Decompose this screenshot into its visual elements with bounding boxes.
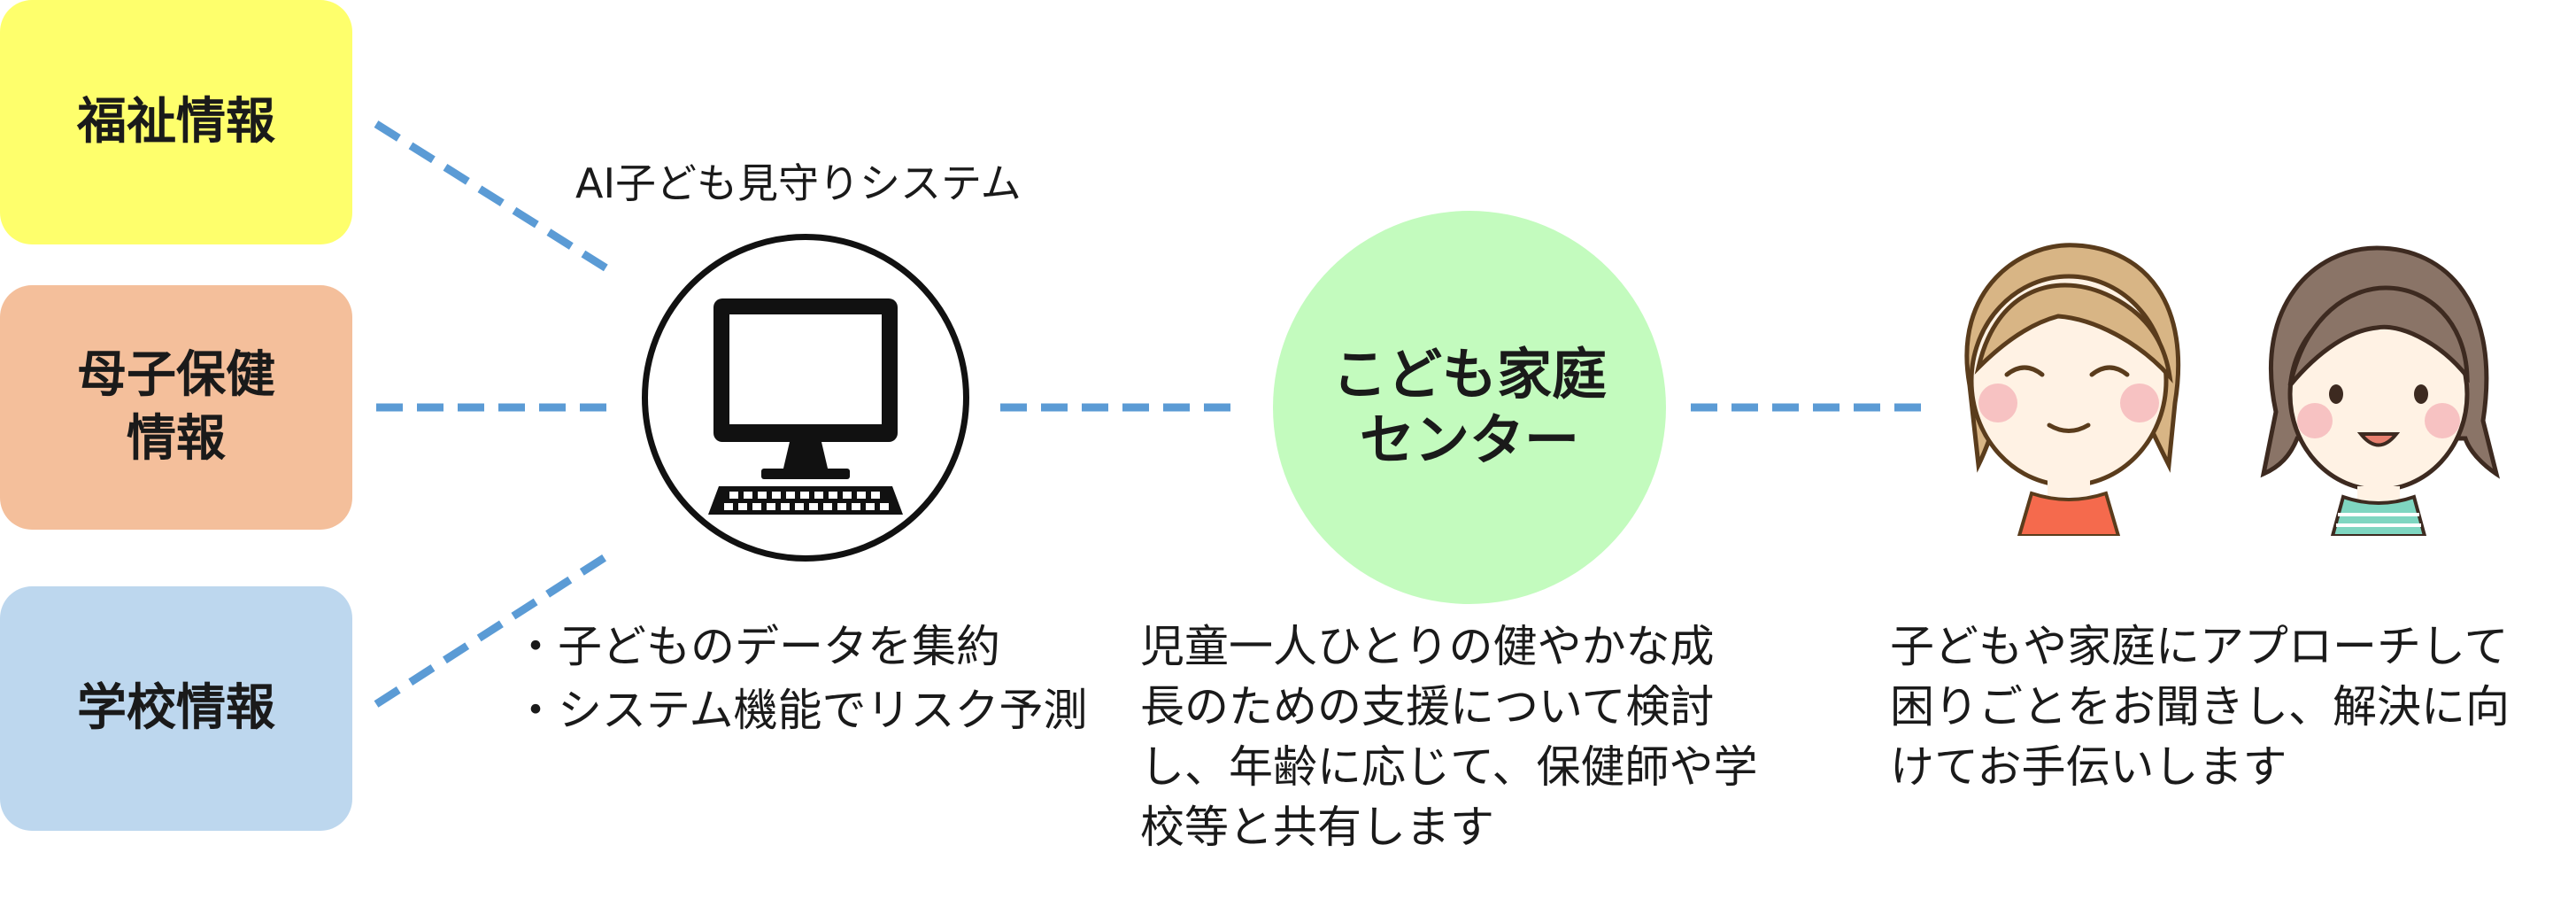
welfare-info-label: 福祉情報 <box>77 93 275 151</box>
mother-icon <box>1964 243 2181 536</box>
system-bullet-2: ・システム機能でリスク予測 <box>513 685 1088 736</box>
connector-school <box>374 550 613 708</box>
system-bullet-1: ・子どものデータを集約 <box>513 621 1000 672</box>
child-icon <box>2260 245 2500 536</box>
school-info-label: 学校情報 <box>77 679 275 737</box>
maternal-child-health-info-box: 母子保健 情報 <box>0 285 352 530</box>
center-description: 児童一人ひとりの健やかな成 長のための支援について検討 し、年齢に応じて、保健師… <box>1140 621 1758 853</box>
children-family-center-circle: こども家庭 センター <box>1273 211 1666 604</box>
center-label: こども家庭 センター <box>1331 342 1607 472</box>
maternal-child-health-info-label: 母子保健 情報 <box>77 346 275 468</box>
computer-icon <box>708 298 903 515</box>
system-title: AI子ども見守りシステム <box>575 159 1022 207</box>
system-circle <box>642 234 969 562</box>
connector-welfare <box>374 120 613 275</box>
family-description: 子どもや家庭にアプローチして 困りごとをお聞きし、解決に向 けてお手伝いします <box>1890 621 2510 793</box>
school-info-box: 学校情報 <box>0 586 352 831</box>
welfare-info-box: 福祉情報 <box>0 0 352 244</box>
